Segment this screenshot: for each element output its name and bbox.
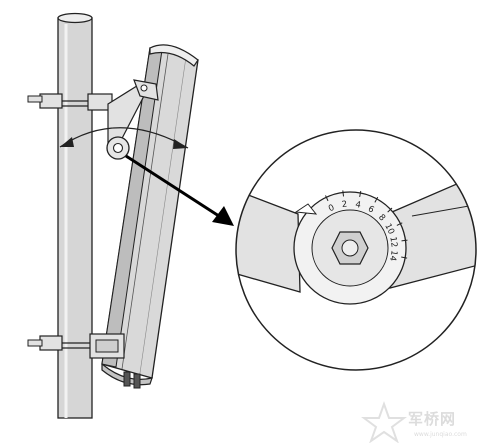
scale-tick [401,239,408,242]
scale-label: 10 [382,222,396,236]
mounting-pole [57,12,93,419]
scale-tick [401,256,408,259]
scale-label: 12 [387,236,398,248]
scale-label: 4 [354,200,361,211]
upper-clamp [27,93,113,111]
scale-label: 6 [366,204,376,215]
watermark: 军桥网 www.junqiao.com [361,401,467,443]
scale-label: 2 [341,200,348,211]
scale-label: 8 [376,213,387,224]
star-logo-icon [361,401,407,443]
scale-label: 0 [327,203,336,214]
scale-tick [396,222,403,226]
double-arrow-icon [59,127,189,149]
connector-ports [123,371,141,389]
scale-tick [325,195,329,202]
watermark-text: 军桥网 [408,410,456,428]
tilt-bracket [107,79,159,151]
watermark-url: www.junqiao.com [414,431,467,438]
tilt-knob [106,136,130,160]
scale-tick [342,190,345,197]
arrow-icon [125,154,234,226]
scale-tick [359,190,362,197]
lower-clamp [27,333,125,359]
antenna-panel [101,44,199,386]
scale-tick [387,207,393,213]
scale-tick [374,196,379,203]
scale-label: 14 [387,249,399,261]
